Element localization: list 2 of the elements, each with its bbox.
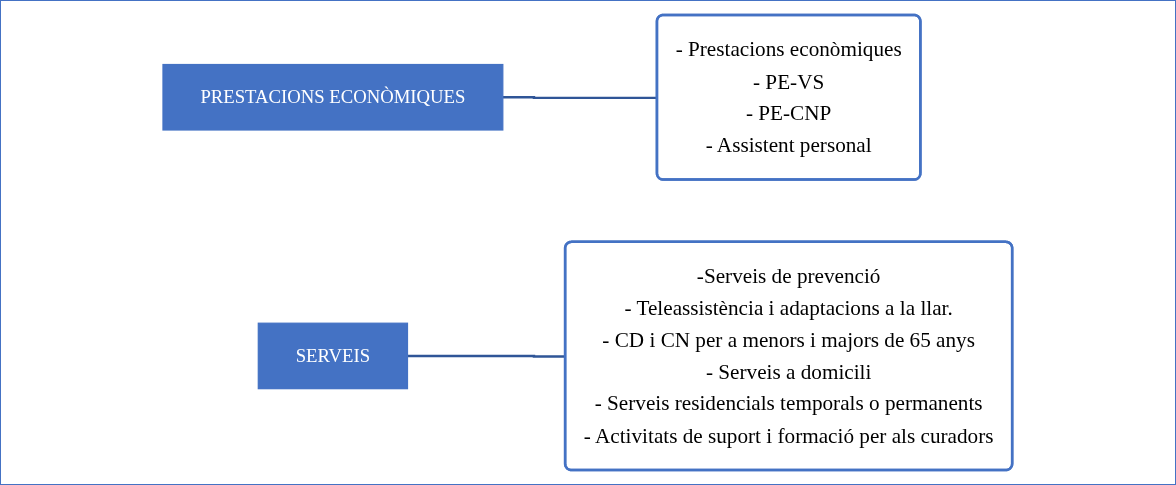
node-box: PRESTACIONS ECONÒMIQUES: [162, 63, 504, 131]
node-box: SERVEIS: [258, 322, 409, 390]
